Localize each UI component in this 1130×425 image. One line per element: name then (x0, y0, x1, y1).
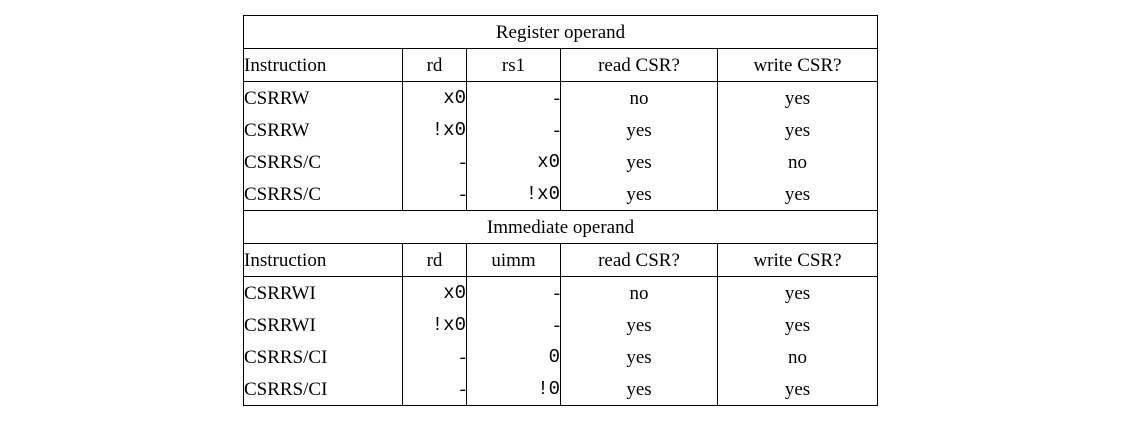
csr-table-container: Register operand Instruction rd rs1 read… (242, 15, 879, 406)
cell-instruction: CSRRW (243, 81, 403, 114)
column-header-row: Instruction rd rs1 read CSR? write CSR? (243, 48, 879, 82)
cell-rd: x0 (402, 276, 467, 309)
cell-uimm: - (466, 309, 561, 341)
cell-instruction: CSRRS/C (243, 178, 403, 211)
cell-read-csr: yes (560, 178, 718, 211)
cell-instruction: CSRRS/CI (243, 341, 403, 373)
cell-src: x0 (466, 146, 561, 178)
table-row: CSRRW !x0 - yes yes (243, 114, 879, 146)
column-header-rd: rd (402, 243, 467, 277)
cell-write-csr: yes (716, 81, 879, 114)
cell-write-csr: yes (716, 178, 879, 211)
cell-uimm: 0 (466, 341, 561, 373)
section-title-register-operand: Register operand (242, 15, 879, 49)
table-row: CSRRS/C - x0 yes no (243, 146, 879, 178)
column-header-rs1: rs1 (466, 48, 561, 82)
cell-src: - (466, 81, 561, 114)
csr-side-effects-table: Register operand Instruction rd rs1 read… (242, 15, 879, 406)
cell-read-csr: no (560, 276, 718, 309)
column-header-uimm: uimm (466, 243, 561, 277)
cell-rd: - (402, 373, 467, 406)
cell-instruction: CSRRW (243, 114, 403, 146)
section-title-immediate-operand: Immediate operand (242, 210, 879, 244)
cell-rd: - (402, 146, 467, 178)
cell-write-csr: yes (716, 309, 879, 341)
table-row: CSRRW x0 - no yes (243, 81, 879, 114)
cell-write-csr: no (716, 341, 879, 373)
cell-write-csr: yes (716, 114, 879, 146)
column-header-instruction: Instruction (243, 243, 403, 277)
cell-instruction: CSRRWI (243, 309, 403, 341)
table-row: CSRRS/C - !x0 yes yes (243, 178, 879, 211)
cell-read-csr: yes (560, 341, 718, 373)
cell-write-csr: yes (716, 373, 879, 406)
table-row: CSRRS/CI - !0 yes yes (243, 373, 879, 406)
cell-instruction: CSRRS/C (243, 146, 403, 178)
cell-rd: !x0 (402, 309, 467, 341)
cell-read-csr: yes (560, 114, 718, 146)
column-header-row: Instruction rd uimm read CSR? write CSR? (243, 243, 879, 277)
column-header-rd: rd (402, 48, 467, 82)
table-row: CSRRWI x0 - no yes (243, 276, 879, 309)
cell-write-csr: yes (716, 276, 879, 309)
cell-instruction: CSRRWI (243, 276, 403, 309)
section-title-row: Immediate operand (242, 210, 879, 244)
cell-rd: x0 (402, 81, 467, 114)
cell-rd: - (402, 341, 467, 373)
column-header-read-csr: read CSR? (560, 243, 718, 277)
section-title-row: Register operand (242, 15, 879, 49)
cell-read-csr: yes (560, 309, 718, 341)
table-row: CSRRWI !x0 - yes yes (243, 309, 879, 341)
cell-rd: - (402, 178, 467, 211)
cell-uimm: - (466, 276, 561, 309)
cell-src: !x0 (466, 178, 561, 211)
cell-rd: !x0 (402, 114, 467, 146)
cell-read-csr: no (560, 81, 718, 114)
cell-instruction: CSRRS/CI (243, 373, 403, 406)
cell-write-csr: no (716, 146, 879, 178)
column-header-read-csr: read CSR? (560, 48, 718, 82)
column-header-write-csr: write CSR? (716, 48, 879, 82)
cell-src: - (466, 114, 561, 146)
column-header-write-csr: write CSR? (716, 243, 879, 277)
cell-read-csr: yes (560, 373, 718, 406)
table-row: CSRRS/CI - 0 yes no (243, 341, 879, 373)
column-header-instruction: Instruction (243, 48, 403, 82)
cell-uimm: !0 (466, 373, 561, 406)
cell-read-csr: yes (560, 146, 718, 178)
